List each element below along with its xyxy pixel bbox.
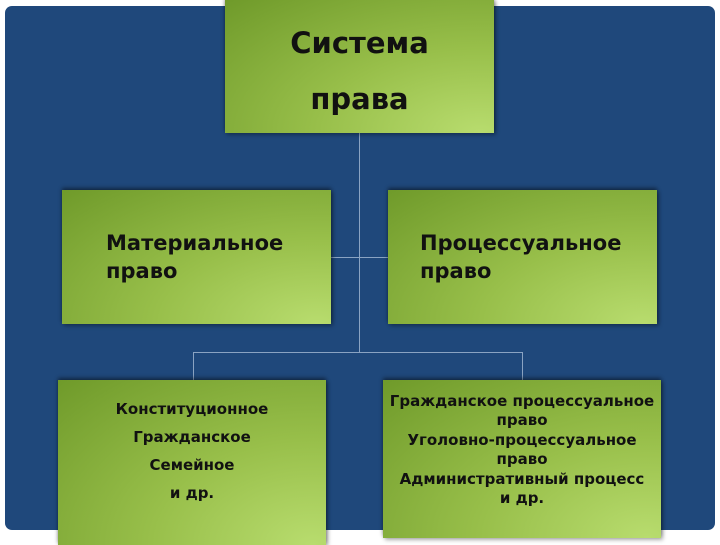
node-text: Гражданское процессуальное [389, 391, 655, 410]
node-text: право [420, 259, 492, 283]
node-text: Гражданское [133, 427, 251, 446]
node-text: Материальное [106, 231, 284, 255]
node-text: и др. [169, 483, 215, 502]
node-substantive-branches: Конституционное Гражданское Семейное и д… [58, 380, 326, 545]
connector-level2-horizontal [331, 257, 388, 258]
node-substantive-law: Материальное право [62, 190, 331, 324]
connector-right-drop [522, 352, 523, 380]
node-text: Система [290, 25, 429, 60]
node-text: Семейное [149, 455, 235, 474]
connector-root-vertical [359, 133, 360, 353]
node-procedural-law: Процессуальное право [388, 190, 657, 324]
node-text: Процессуальное [420, 231, 622, 255]
node-text: Уголовно-процессуальное [407, 430, 637, 449]
node-text: Административный процесс [399, 469, 645, 488]
node-text: Конституционное [115, 399, 269, 418]
node-text: право [496, 411, 548, 429]
connector-level3-horizontal [193, 352, 523, 353]
connector-left-drop [193, 352, 194, 380]
node-legal-system: Система права [225, 0, 494, 133]
node-text: права [310, 81, 409, 116]
node-text: и др. [499, 489, 545, 507]
node-procedural-branches: Гражданское процессуальное право Уголовн… [383, 380, 661, 538]
node-text: право [106, 259, 178, 283]
node-text: право [496, 450, 548, 468]
